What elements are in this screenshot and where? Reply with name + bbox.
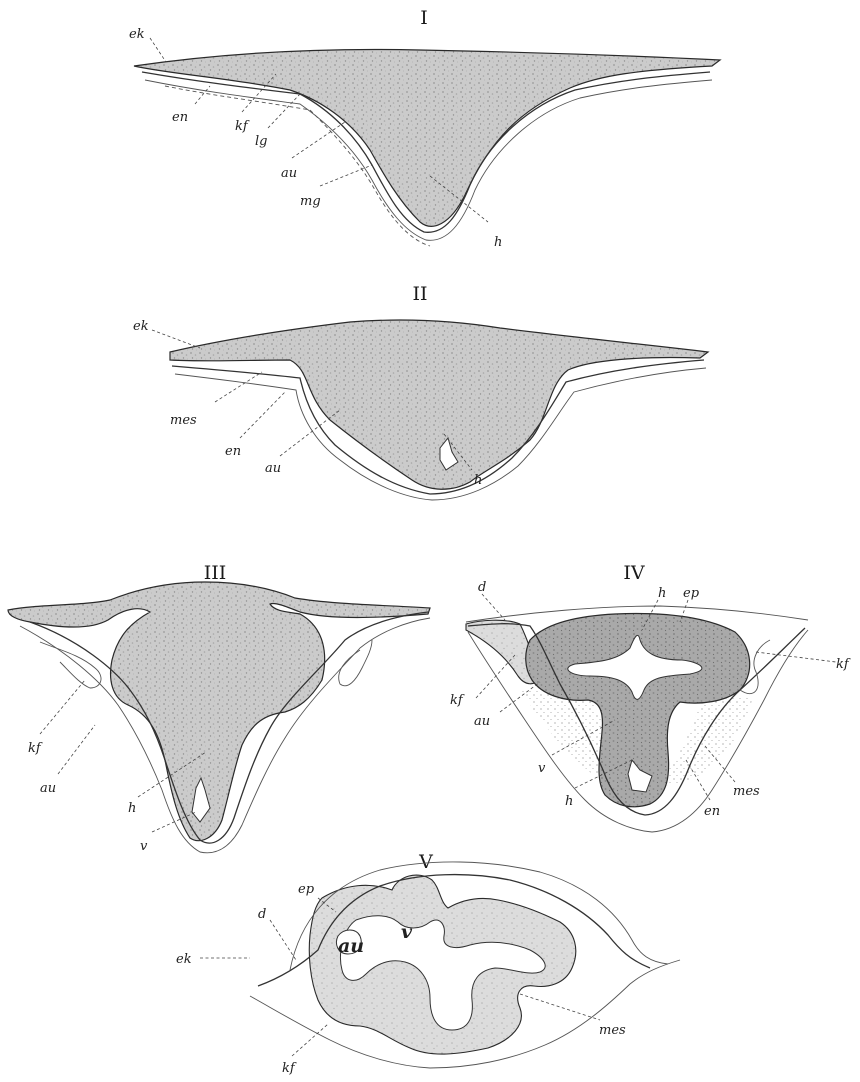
- figure-I-label-mg: mg: [300, 194, 321, 209]
- figure-IV-numeral: IV: [623, 562, 645, 584]
- figure-III-left-fold: [40, 642, 101, 688]
- figure-I-label-au: au: [281, 166, 297, 181]
- figure-V-label-mes: mes: [599, 1023, 626, 1038]
- figure-III-tissue: [8, 582, 430, 841]
- figure-III-label-h: h: [128, 801, 136, 816]
- figure-V-label-d: d: [258, 907, 266, 922]
- figure-III: III kf au h v: [8, 562, 430, 854]
- figure-V-label-au: au: [338, 935, 364, 957]
- figure-IV-label-h: h: [658, 586, 666, 601]
- figure-II: II ek mes en au h: [133, 283, 708, 500]
- figure-I-label-h: h: [494, 235, 502, 250]
- figure-IV-label-v: v: [538, 761, 546, 776]
- figure-I-label-lg: lg: [255, 134, 267, 149]
- figure-I-label-ek: ek: [129, 27, 145, 42]
- figure-II-numeral: II: [412, 283, 427, 305]
- figure-I-label-en: en: [172, 110, 188, 125]
- figure-II-label-mes: mes: [170, 413, 197, 428]
- figure-IV-label-h-lower: h: [565, 794, 573, 809]
- figure-V-label-kf: kf: [282, 1061, 297, 1076]
- figure-I-tissue: [134, 50, 720, 227]
- figure-V: V ep d ek au v mes kf: [176, 851, 680, 1076]
- figure-II-label-en: en: [225, 444, 241, 459]
- figure-IV: IV d h ep kf kf au v h mes en: [450, 562, 851, 832]
- figure-IV-label-d: d: [478, 580, 486, 595]
- figure-IV-label-mes: mes: [733, 784, 760, 799]
- figure-I: I ek en kf lg au mg h: [129, 7, 720, 250]
- figure-II-label-ek: ek: [133, 319, 149, 334]
- figure-III-right-fold: [339, 640, 372, 686]
- figure-I-numeral: I: [420, 7, 428, 29]
- figure-IV-label-au: au: [474, 714, 490, 729]
- figure-V-label-ep: ep: [298, 882, 315, 897]
- figure-V-label-ek: ek: [176, 952, 192, 967]
- figure-V-label-v: v: [401, 921, 413, 943]
- figure-IV-label-kf-left: kf: [450, 693, 465, 708]
- figure-V-numeral: V: [418, 851, 433, 873]
- figure-II-tissue: [170, 320, 708, 489]
- figure-I-label-kf: kf: [235, 119, 250, 134]
- figure-II-label-au: au: [265, 461, 281, 476]
- figure-III-label-au: au: [40, 781, 56, 796]
- figure-IV-label-kf-right: kf: [836, 657, 851, 672]
- figure-III-label-kf: kf: [28, 741, 43, 756]
- figure-IV-label-en: en: [704, 804, 720, 819]
- figure-IV-label-ep: ep: [683, 586, 700, 601]
- figure-II-label-h: h: [474, 473, 482, 488]
- figure-III-label-v: v: [140, 839, 148, 854]
- figure-III-numeral: III: [204, 562, 227, 584]
